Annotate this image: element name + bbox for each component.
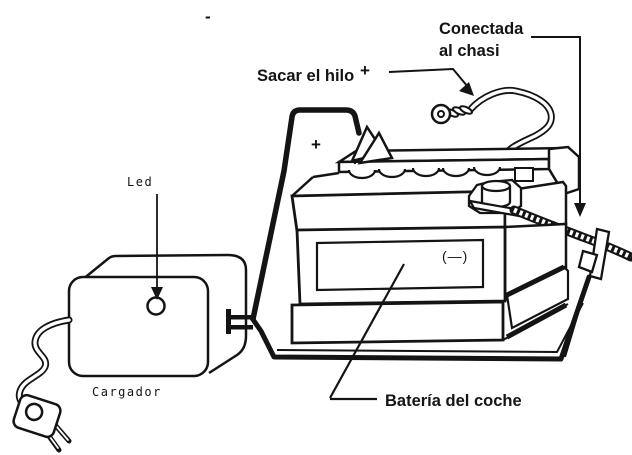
charger [67, 253, 253, 378]
foot-right-accent [505, 302, 568, 340]
vent-cap [377, 168, 407, 179]
body-label-recess [315, 238, 485, 292]
plug-prong-core [56, 426, 69, 441]
remove-wire-label: Sacar el hilo [257, 67, 354, 85]
output-connector-pin [231, 325, 253, 330]
vent-caps [347, 166, 502, 180]
base-outline [249, 274, 592, 362]
foot-front-face [290, 300, 505, 345]
charger-label: Cargador [92, 385, 162, 399]
charger-silhouette [76, 253, 248, 375]
chassis-label-line2: al chasi [439, 42, 500, 60]
led-indicator [146, 296, 166, 316]
chassis-pointer-arrowhead [574, 203, 586, 217]
chassis-base-plate [249, 274, 592, 362]
base-inner-edge [276, 302, 584, 354]
strap-outline [509, 205, 632, 262]
remove-wire-arrowhead [459, 82, 474, 96]
led-annotation: Led [127, 175, 163, 300]
chassis-pointer-line [531, 36, 581, 205]
terminal-post-top [480, 179, 512, 193]
lid-back-edge [312, 171, 340, 179]
output-connector-pin [231, 315, 253, 320]
body-skirt-accent [505, 264, 566, 298]
battery-vent-strip [334, 145, 581, 196]
chassis-label-line1: Conectada [439, 20, 524, 38]
charger-front-face [67, 275, 210, 378]
plug-body-group [12, 393, 62, 439]
battery-body: (—) [290, 222, 570, 345]
vent-cap [347, 169, 377, 180]
output-connector-bar [226, 309, 231, 334]
remove-wire-annotation: Sacar el hilo + [257, 61, 474, 96]
plug-body-hole [24, 402, 44, 422]
battery-pointer-diagonal [329, 263, 405, 399]
alligator-clip-jaw [357, 130, 394, 165]
chassis-clamp-tab [577, 249, 599, 274]
battery-annotation: Batería del coche [329, 263, 522, 410]
ring-terminal-hole [437, 110, 445, 118]
vent-cap [472, 166, 502, 177]
lid-left-slant [291, 176, 314, 197]
stray-dash-mark: - [205, 7, 211, 26]
negative-mark-label: (—) [442, 248, 468, 264]
eyelet-wire-core [468, 88, 554, 158]
led-label: Led [127, 175, 153, 189]
vent-strip-notch [514, 167, 534, 182]
led-pointer-arrowhead [151, 287, 163, 300]
battery-label: Batería del coche [385, 392, 522, 410]
positive-plus-sign: + [311, 135, 321, 154]
remove-wire-plus-sign: + [360, 61, 370, 80]
mains-cord-plug [12, 316, 73, 453]
crimp-ring [458, 105, 474, 115]
positive-wire-path [250, 107, 362, 322]
positive-lead-wire: + [250, 107, 394, 322]
chassis-eyelet-wire [430, 86, 555, 160]
vent-cap [441, 167, 471, 178]
chassis-annotation: Conectada al chasi [439, 20, 586, 217]
vent-cap [411, 167, 441, 178]
negative-terminal-clamp [467, 178, 523, 218]
remove-wire-pointer-line [388, 67, 469, 88]
